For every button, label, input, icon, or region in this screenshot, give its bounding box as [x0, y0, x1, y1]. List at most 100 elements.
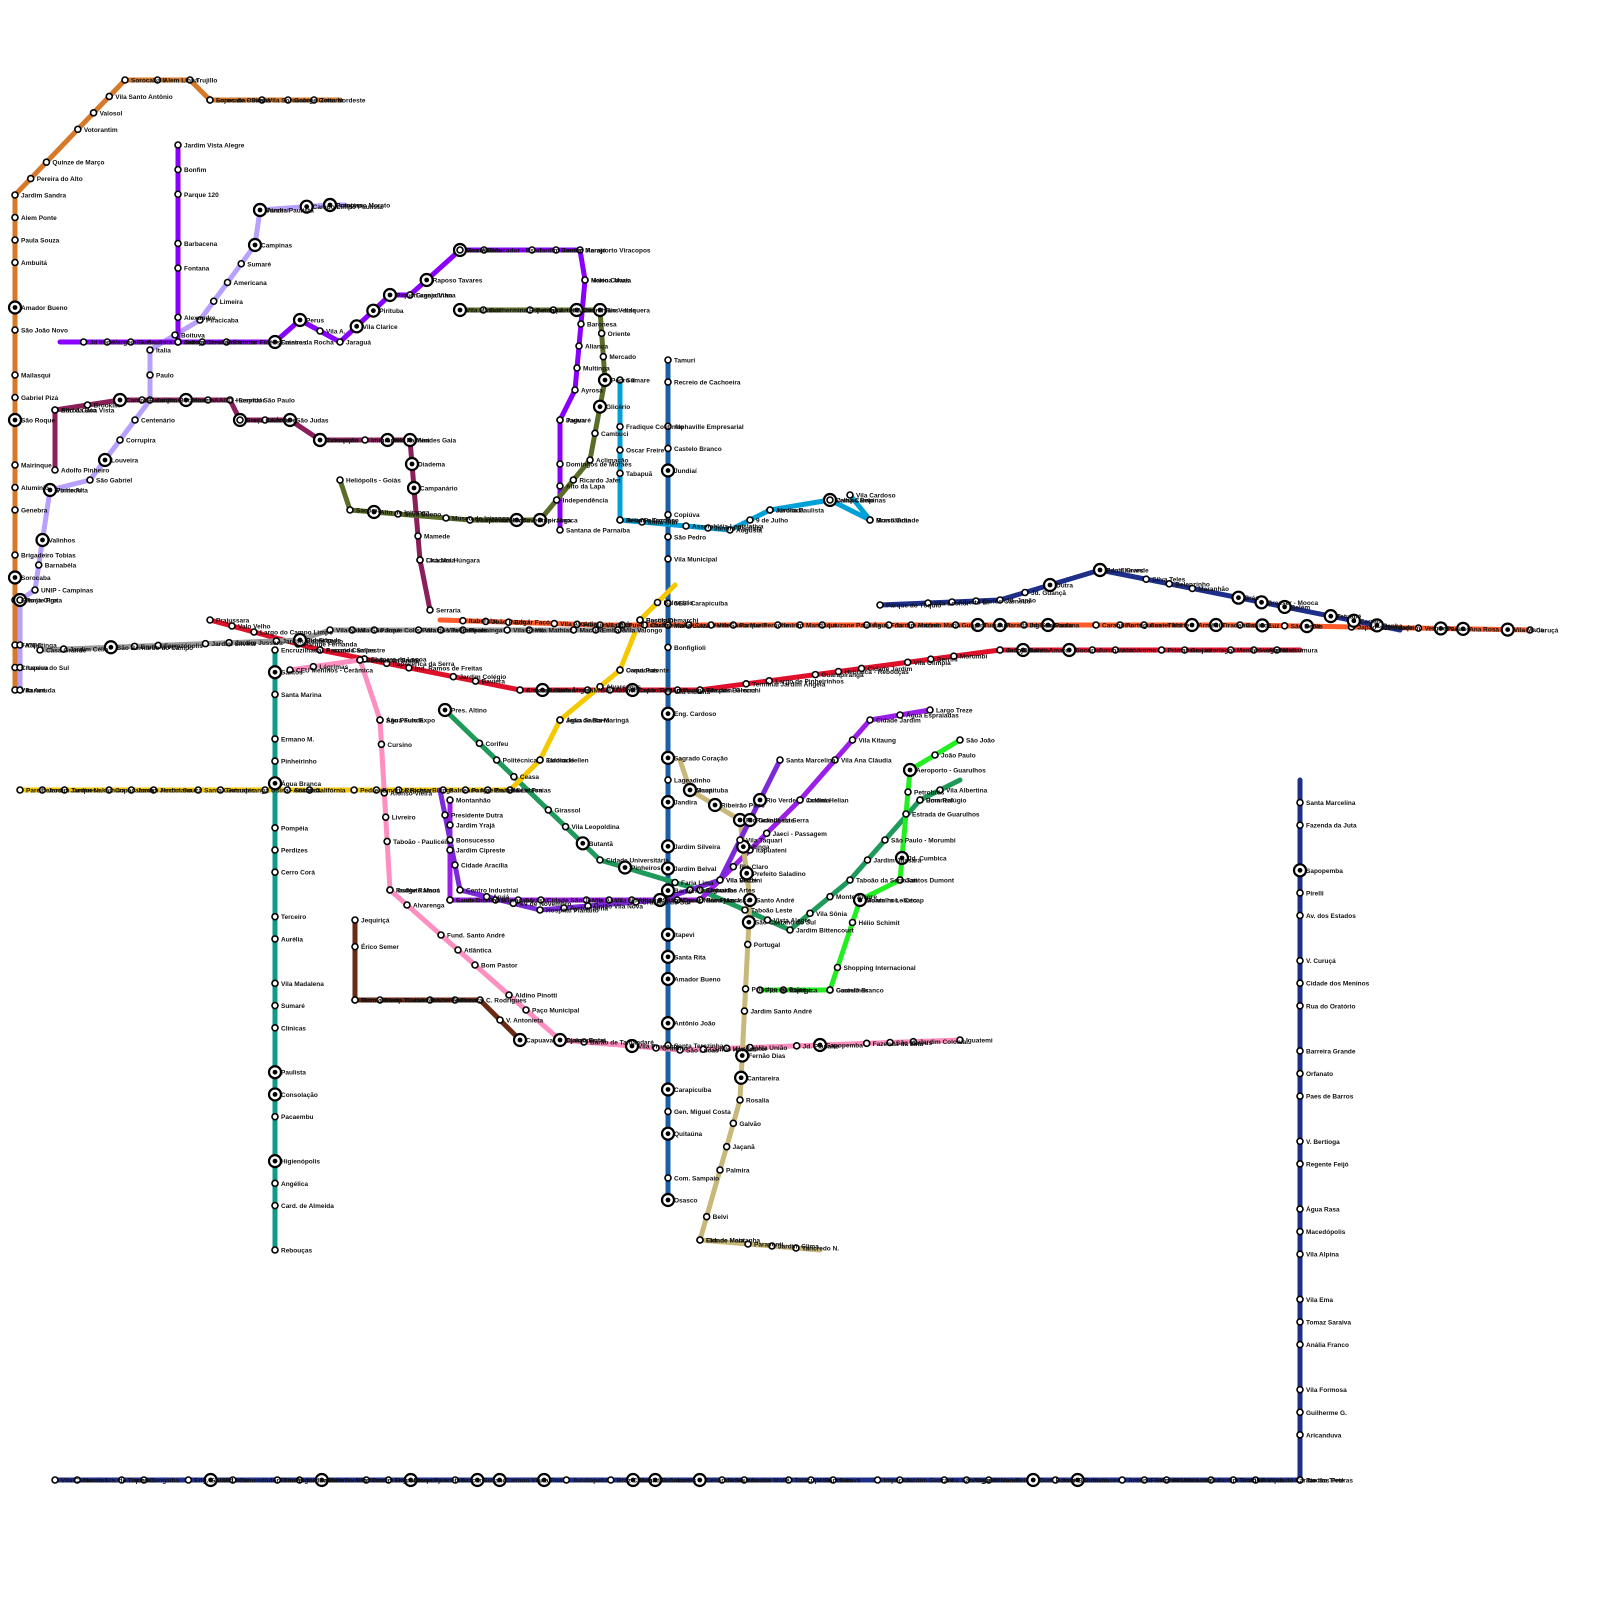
station-marker [351, 787, 357, 793]
station-marker [867, 517, 873, 523]
station-label: Bonfiglioli [674, 645, 706, 652]
station-marker [12, 237, 18, 243]
station-marker [1297, 1093, 1303, 1099]
station-marker [1159, 647, 1165, 653]
station-label: Lica Maia [426, 558, 456, 565]
interchange-station-dot [598, 404, 603, 409]
station-label: Guarulhos [836, 988, 869, 995]
station-label: Jardim Célia [70, 647, 109, 654]
station-label: Independência [563, 498, 609, 505]
station-label: Oscar Freire [626, 448, 665, 455]
station-label: Jaguaré [566, 418, 591, 425]
station-label: Estrada de Guarulhos [912, 812, 980, 819]
interchange-station-dot [738, 818, 743, 823]
station-marker [807, 910, 813, 916]
station-label: Hospital São Paulo [236, 398, 295, 405]
station-marker [724, 1144, 730, 1150]
station-label: Galvão [739, 1121, 761, 1128]
station-label: Capuava [526, 1038, 553, 1045]
station-label: Glicério [606, 404, 630, 411]
station-label: UNIP - Campinas [41, 588, 94, 595]
station-label: Higienópolis [281, 1159, 320, 1166]
station-label: Jardim Helian [806, 798, 849, 805]
station-marker [497, 1017, 503, 1023]
station-label: Regente Feijó [1306, 1161, 1349, 1168]
station-label: Pompéia [281, 825, 308, 832]
interchange-station-dot [697, 1478, 702, 1483]
station-marker [211, 298, 217, 304]
station-label: Cantareira [747, 1075, 780, 1082]
station-label: Santana de Parnaíba [566, 528, 630, 535]
station-label: Itaim Paulista [328, 1478, 370, 1485]
station-marker [797, 797, 803, 803]
station-marker [1297, 1003, 1303, 1009]
station-label: Mendes Gaia [416, 438, 456, 445]
station-marker [1297, 1206, 1303, 1212]
station-label: Sapopemba [1306, 868, 1343, 875]
station-marker [1297, 1138, 1303, 1144]
station-label: Vinhedo [56, 488, 82, 495]
station-label: Guapira [962, 623, 987, 630]
station-marker [882, 837, 888, 843]
station-marker [447, 797, 453, 803]
station-label: Suzano [483, 1478, 506, 1485]
station-marker [457, 887, 463, 893]
station-label: Vila Leopoldina [572, 824, 620, 831]
station-marker [357, 657, 363, 663]
station-marker [272, 1114, 278, 1120]
station-label: Boituva [181, 333, 205, 340]
station-label: Ermano M. [281, 736, 314, 743]
station-label: Aurélia [281, 936, 303, 943]
station-marker [272, 1203, 278, 1209]
station-label: Carrão [1360, 618, 1381, 625]
station-label: Jaçanã [733, 1144, 755, 1151]
interchange-station-dot [603, 378, 608, 383]
station-marker [557, 527, 563, 533]
station-marker [91, 110, 97, 116]
station-label: Utinga [749, 844, 770, 851]
station-label: Paes de Barros [1306, 1094, 1354, 1101]
line-line10-turquoise [620, 380, 870, 530]
station-label: Taboão - Paulicéia [393, 839, 450, 846]
station-marker [570, 477, 576, 483]
station-marker [450, 674, 456, 680]
station-marker [665, 445, 671, 451]
interchange-station-dot [666, 844, 671, 849]
station-label: Santa Rita [674, 954, 706, 961]
station-marker [347, 507, 353, 513]
station-marker [272, 980, 278, 986]
station-label: Francisco Morato [336, 203, 390, 210]
station-label: Adolfo Pinheiro [61, 468, 109, 475]
station-label: Vila Santo Antônio [115, 94, 172, 101]
interchange-station-dot [1259, 600, 1264, 605]
station-label: Jd. Cumbica [908, 856, 947, 863]
station-marker [12, 507, 18, 513]
station-marker [608, 1477, 614, 1483]
station-label: Jardim Belval [674, 866, 716, 873]
station-marker [378, 741, 384, 747]
station-label: Vila Bozzini [726, 878, 762, 885]
interchange-station-dot [1328, 614, 1333, 619]
station-label: Castelo Branco [674, 446, 722, 453]
station-label: Jequiriçá [361, 918, 390, 925]
interchange-station-dot [1031, 1478, 1036, 1483]
station-marker [551, 621, 557, 627]
station-label: Sorocaba II [131, 78, 166, 85]
station-label: Jaraguá [346, 340, 371, 347]
station-label: Bonfim [184, 167, 207, 174]
interchange-station-dot [318, 438, 323, 443]
station-label: Italia [156, 348, 171, 355]
station-label: Ind. Ramos de Freitas [415, 665, 483, 672]
station-marker [600, 354, 606, 360]
station-label: Pirelli [1306, 890, 1324, 897]
station-marker [665, 534, 671, 540]
interchange-station-dot [410, 462, 415, 467]
station-label: Arujá [493, 894, 510, 901]
station-label: Paraíso [1447, 626, 1471, 633]
station-marker [337, 339, 343, 345]
station-label: Taboão da Serra [856, 878, 907, 885]
station-marker [185, 1477, 191, 1483]
station-marker [352, 997, 358, 1003]
station-marker [1143, 576, 1149, 582]
station-marker [472, 962, 478, 968]
